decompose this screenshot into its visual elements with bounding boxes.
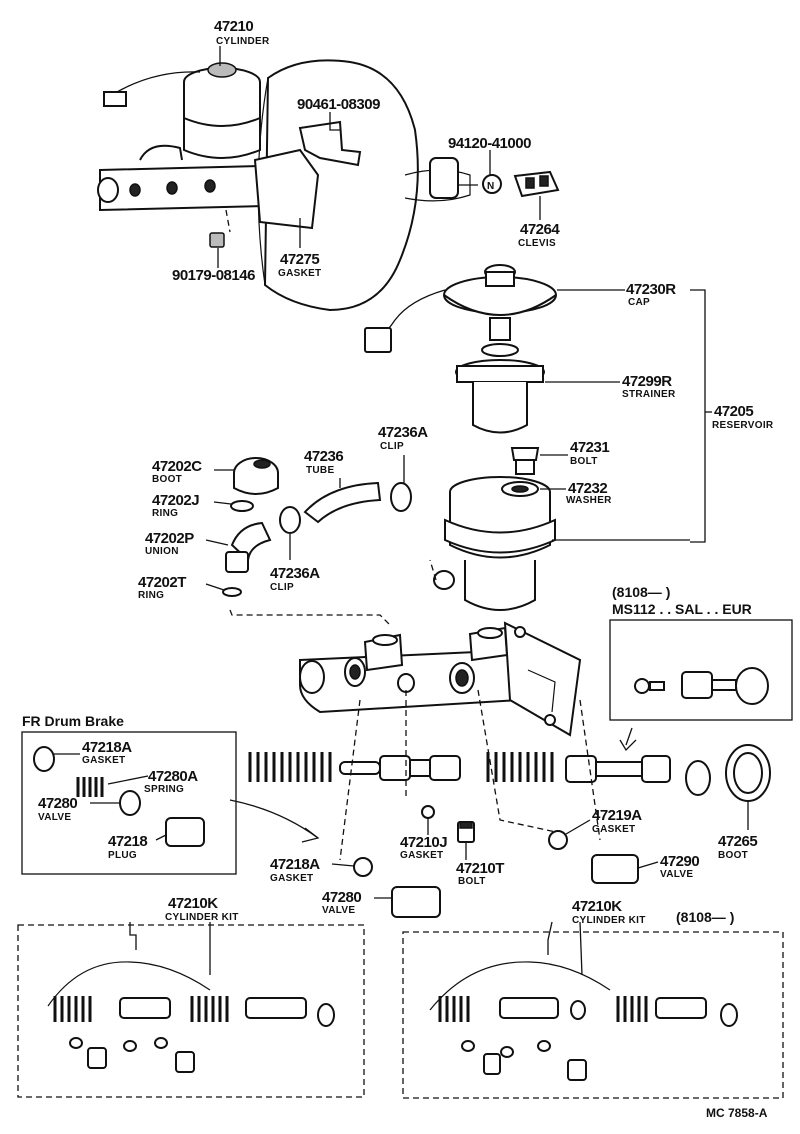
part-number-47236: 47236	[304, 448, 343, 465]
part-number-47290: 47290	[660, 853, 699, 870]
brake-booster-drawing	[257, 59, 478, 312]
part-name-plug: PLUG	[108, 850, 137, 861]
part-name-ring-47202T: RING	[138, 590, 164, 601]
part-number-47218A-lower: 47218A	[270, 856, 320, 873]
part-number-47210K-right: 47210K	[572, 898, 622, 915]
svg-text:N: N	[487, 181, 495, 192]
part-number-47280-lower: 47280	[322, 889, 361, 906]
part-number-47202P: 47202P	[145, 530, 194, 547]
part-number-47275: 47275	[280, 251, 319, 268]
diagram-reference-number: MC 7858-A	[706, 1106, 768, 1120]
part-number-47205: 47205	[714, 403, 753, 420]
part-number-47280A: 47280A	[148, 768, 198, 785]
tube-union-drawing	[222, 457, 412, 597]
part-name-bolt-47231: BOLT	[570, 456, 598, 467]
part-number-90179-08146: 90179-08146	[172, 267, 255, 284]
part-number-90461-08309: 90461-08309	[297, 96, 380, 113]
part-number-47236A-lower: 47236A	[270, 565, 320, 582]
ms112-piston-drawing	[634, 667, 769, 705]
labels: 47210 CYLINDER 90461-08309 94120-41000 4…	[22, 18, 774, 1120]
part-number-47210T: 47210T	[456, 860, 504, 877]
nut-drawing	[209, 232, 225, 248]
part-name-gasket-47219A: GASKET	[592, 824, 635, 835]
clevis-nut-drawing: N	[482, 170, 560, 198]
part-number-47264: 47264	[520, 221, 560, 238]
part-name-cylinder-kit-right: CYLINDER KIT	[572, 915, 646, 926]
part-number-47210J: 47210J	[400, 834, 447, 851]
part-number-47236A-upper: 47236A	[378, 424, 428, 441]
pistons-springs-drawing	[248, 744, 771, 802]
reservoir-drawing	[364, 264, 557, 611]
part-number-47218: 47218	[108, 833, 147, 850]
part-name-gasket-47210J: GASKET	[400, 850, 443, 861]
part-name-boot-47202C: BOOT	[152, 474, 182, 485]
part-number-47299R: 47299R	[622, 373, 672, 390]
cylinder-kit-left-drawing	[47, 961, 335, 1073]
part-name-clip-lower: CLIP	[270, 582, 294, 593]
inset-boxes	[17, 619, 793, 1099]
part-name-cylinder: CYLINDER	[216, 36, 270, 47]
master-cylinder-body-drawing	[299, 621, 582, 737]
part-name-washer: WASHER	[566, 495, 612, 506]
ms112-note-date: (8108— )	[612, 584, 670, 600]
part-name-clip-upper: CLIP	[380, 441, 404, 452]
fr-drum-parts-drawing	[33, 746, 320, 847]
kit-right-date-note: (8108— )	[676, 909, 734, 925]
part-name-bolt-47210T: BOLT	[458, 876, 486, 887]
part-number-47202J: 47202J	[152, 492, 199, 509]
part-number-47219A: 47219A	[592, 807, 642, 824]
part-name-cap: CAP	[628, 297, 650, 308]
part-number-47230R: 47230R	[626, 281, 676, 298]
fr-drum-brake-title: FR Drum Brake	[22, 713, 124, 729]
small-parts-drawing	[353, 805, 639, 918]
part-number-94120-41000: 94120-41000	[448, 135, 531, 152]
part-name-ring-47202J: RING	[152, 508, 178, 519]
part-name-clevis: CLEVIS	[518, 238, 556, 249]
part-number-47218A-box: 47218A	[82, 739, 132, 756]
part-number-47231: 47231	[570, 439, 609, 456]
part-name-gasket-47275: GASKET	[278, 268, 321, 279]
part-name-union: UNION	[145, 546, 179, 557]
part-number-47265: 47265	[718, 833, 757, 850]
part-name-tube: TUBE	[306, 465, 334, 476]
leader-lines	[54, 46, 749, 976]
part-name-boot-47265: BOOT	[718, 850, 748, 861]
part-name-gasket-47218A-lower: GASKET	[270, 873, 313, 884]
dashed-lines	[225, 209, 601, 861]
ms112-note-models: MS112 . . SAL . . EUR	[612, 601, 752, 617]
part-number-47210K-left: 47210K	[168, 895, 218, 912]
part-name-reservoir: RESERVOIR	[712, 420, 774, 431]
part-number-47280-box: 47280	[38, 795, 77, 812]
part-name-spring: SPRING	[144, 784, 184, 795]
part-number-47232: 47232	[568, 480, 607, 497]
part-name-valve-47280-box: VALVE	[38, 812, 71, 823]
part-name-cylinder-kit-left: CYLINDER KIT	[165, 912, 239, 923]
master-cylinder-top-drawing	[97, 62, 362, 230]
part-name-valve-47290: VALVE	[660, 869, 693, 880]
part-name-valve-47280-lower: VALVE	[322, 905, 355, 916]
part-number-47202C: 47202C	[152, 458, 202, 475]
cylinder-kit-right-drawing	[429, 961, 738, 1081]
part-number-47202T: 47202T	[138, 574, 186, 591]
part-name-strainer: STRAINER	[622, 389, 676, 400]
part-number-47210: 47210	[214, 18, 253, 35]
part-name-gasket-47218A-box: GASKET	[82, 755, 125, 766]
